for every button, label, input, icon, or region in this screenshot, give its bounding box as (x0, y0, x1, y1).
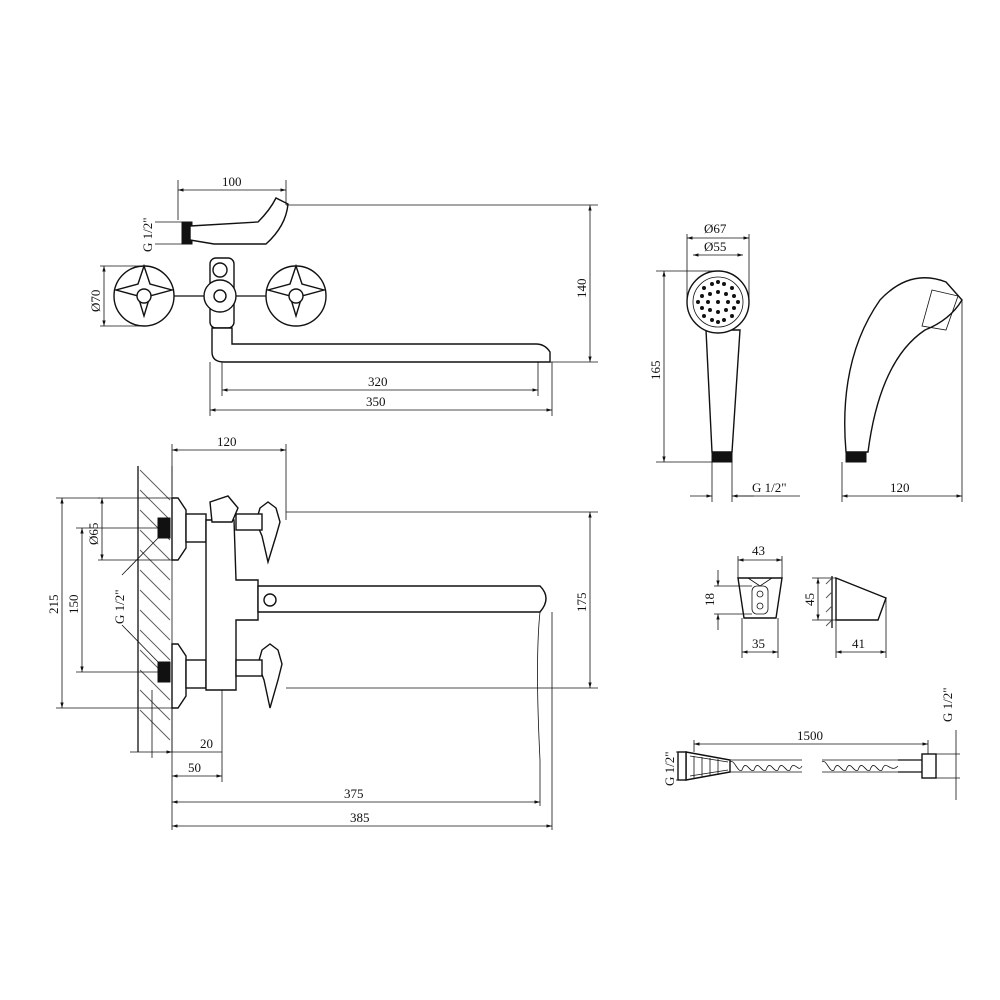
hose-left-segment (729, 760, 803, 772)
shower-holder: 43 18 35 45 41 (702, 543, 887, 658)
front-dim-120: 120 (217, 434, 237, 449)
holder-dim-43: 43 (752, 543, 765, 558)
wall-hatch (137, 466, 173, 752)
shower-nozzles (696, 280, 740, 324)
front-dim-g12: G 1/2" (112, 589, 127, 624)
holder-dim-41: 41 (852, 636, 865, 651)
holder-dim-45: 45 (802, 593, 817, 606)
shower-dim-g12: G 1/2" (752, 480, 787, 495)
holder-dim-18: 18 (702, 593, 717, 606)
shower-hose: 1500 G 1/2" G 1/2" (662, 687, 960, 800)
hose-right-segment (821, 760, 899, 772)
front-dim-385: 385 (350, 810, 370, 825)
front-dim-150: 150 (66, 595, 81, 615)
hose-dim-g12-left: G 1/2" (662, 751, 677, 786)
shower-dim-120: 120 (890, 480, 910, 495)
front-bottom-rosette (171, 643, 187, 709)
top-dim-o70: Ø70 (88, 290, 103, 312)
top-body-diverter-knob (212, 262, 228, 278)
shower-dim-o67: Ø67 (704, 221, 727, 236)
top-dim-g12: G 1/2" (140, 217, 155, 252)
front-dim-o65: Ø65 (86, 523, 101, 545)
top-spout (211, 327, 551, 363)
top-diverter-lever (189, 197, 289, 245)
shower-dim-o55: Ø55 (704, 239, 726, 254)
front-dim-375: 375 (344, 786, 364, 801)
front-dim-20: 20 (200, 736, 213, 751)
top-dim-140: 140 (574, 279, 589, 299)
holder-side (835, 576, 887, 621)
hose-dim-1500: 1500 (797, 728, 823, 743)
shower-dim-165: 165 (648, 361, 663, 381)
front-dim-50: 50 (188, 760, 201, 775)
shower-head: Ø67 Ø55 165 G 1/2" 120 (648, 221, 963, 502)
holder-dim-35: 35 (752, 636, 765, 651)
hose-dim-g12-right: G 1/2" (940, 687, 955, 722)
top-dim-320: 320 (368, 374, 388, 389)
front-dim-215: 215 (46, 595, 61, 615)
hose-right-nut (921, 753, 937, 779)
hose-left-nut (677, 751, 687, 781)
front-top-handle (255, 501, 281, 565)
front-dim-175: 175 (574, 593, 589, 613)
shower-side-body (844, 277, 963, 453)
front-body (205, 519, 259, 691)
top-dim-100: 100 (222, 174, 242, 189)
front-top-rosette (171, 497, 187, 561)
shower-front-handle (705, 329, 741, 453)
shower-side-thread (845, 451, 867, 463)
top-dim-350: 350 (366, 394, 386, 409)
front-view: 120 Ø65 215 150 G 1/2" 175 20 50 (46, 434, 598, 830)
top-view: 100 G 1/2" Ø70 140 320 350 (88, 174, 598, 416)
shower-front-thread (711, 451, 733, 463)
front-spout (257, 585, 547, 613)
front-diverter (209, 495, 239, 523)
holder-front (737, 577, 783, 619)
